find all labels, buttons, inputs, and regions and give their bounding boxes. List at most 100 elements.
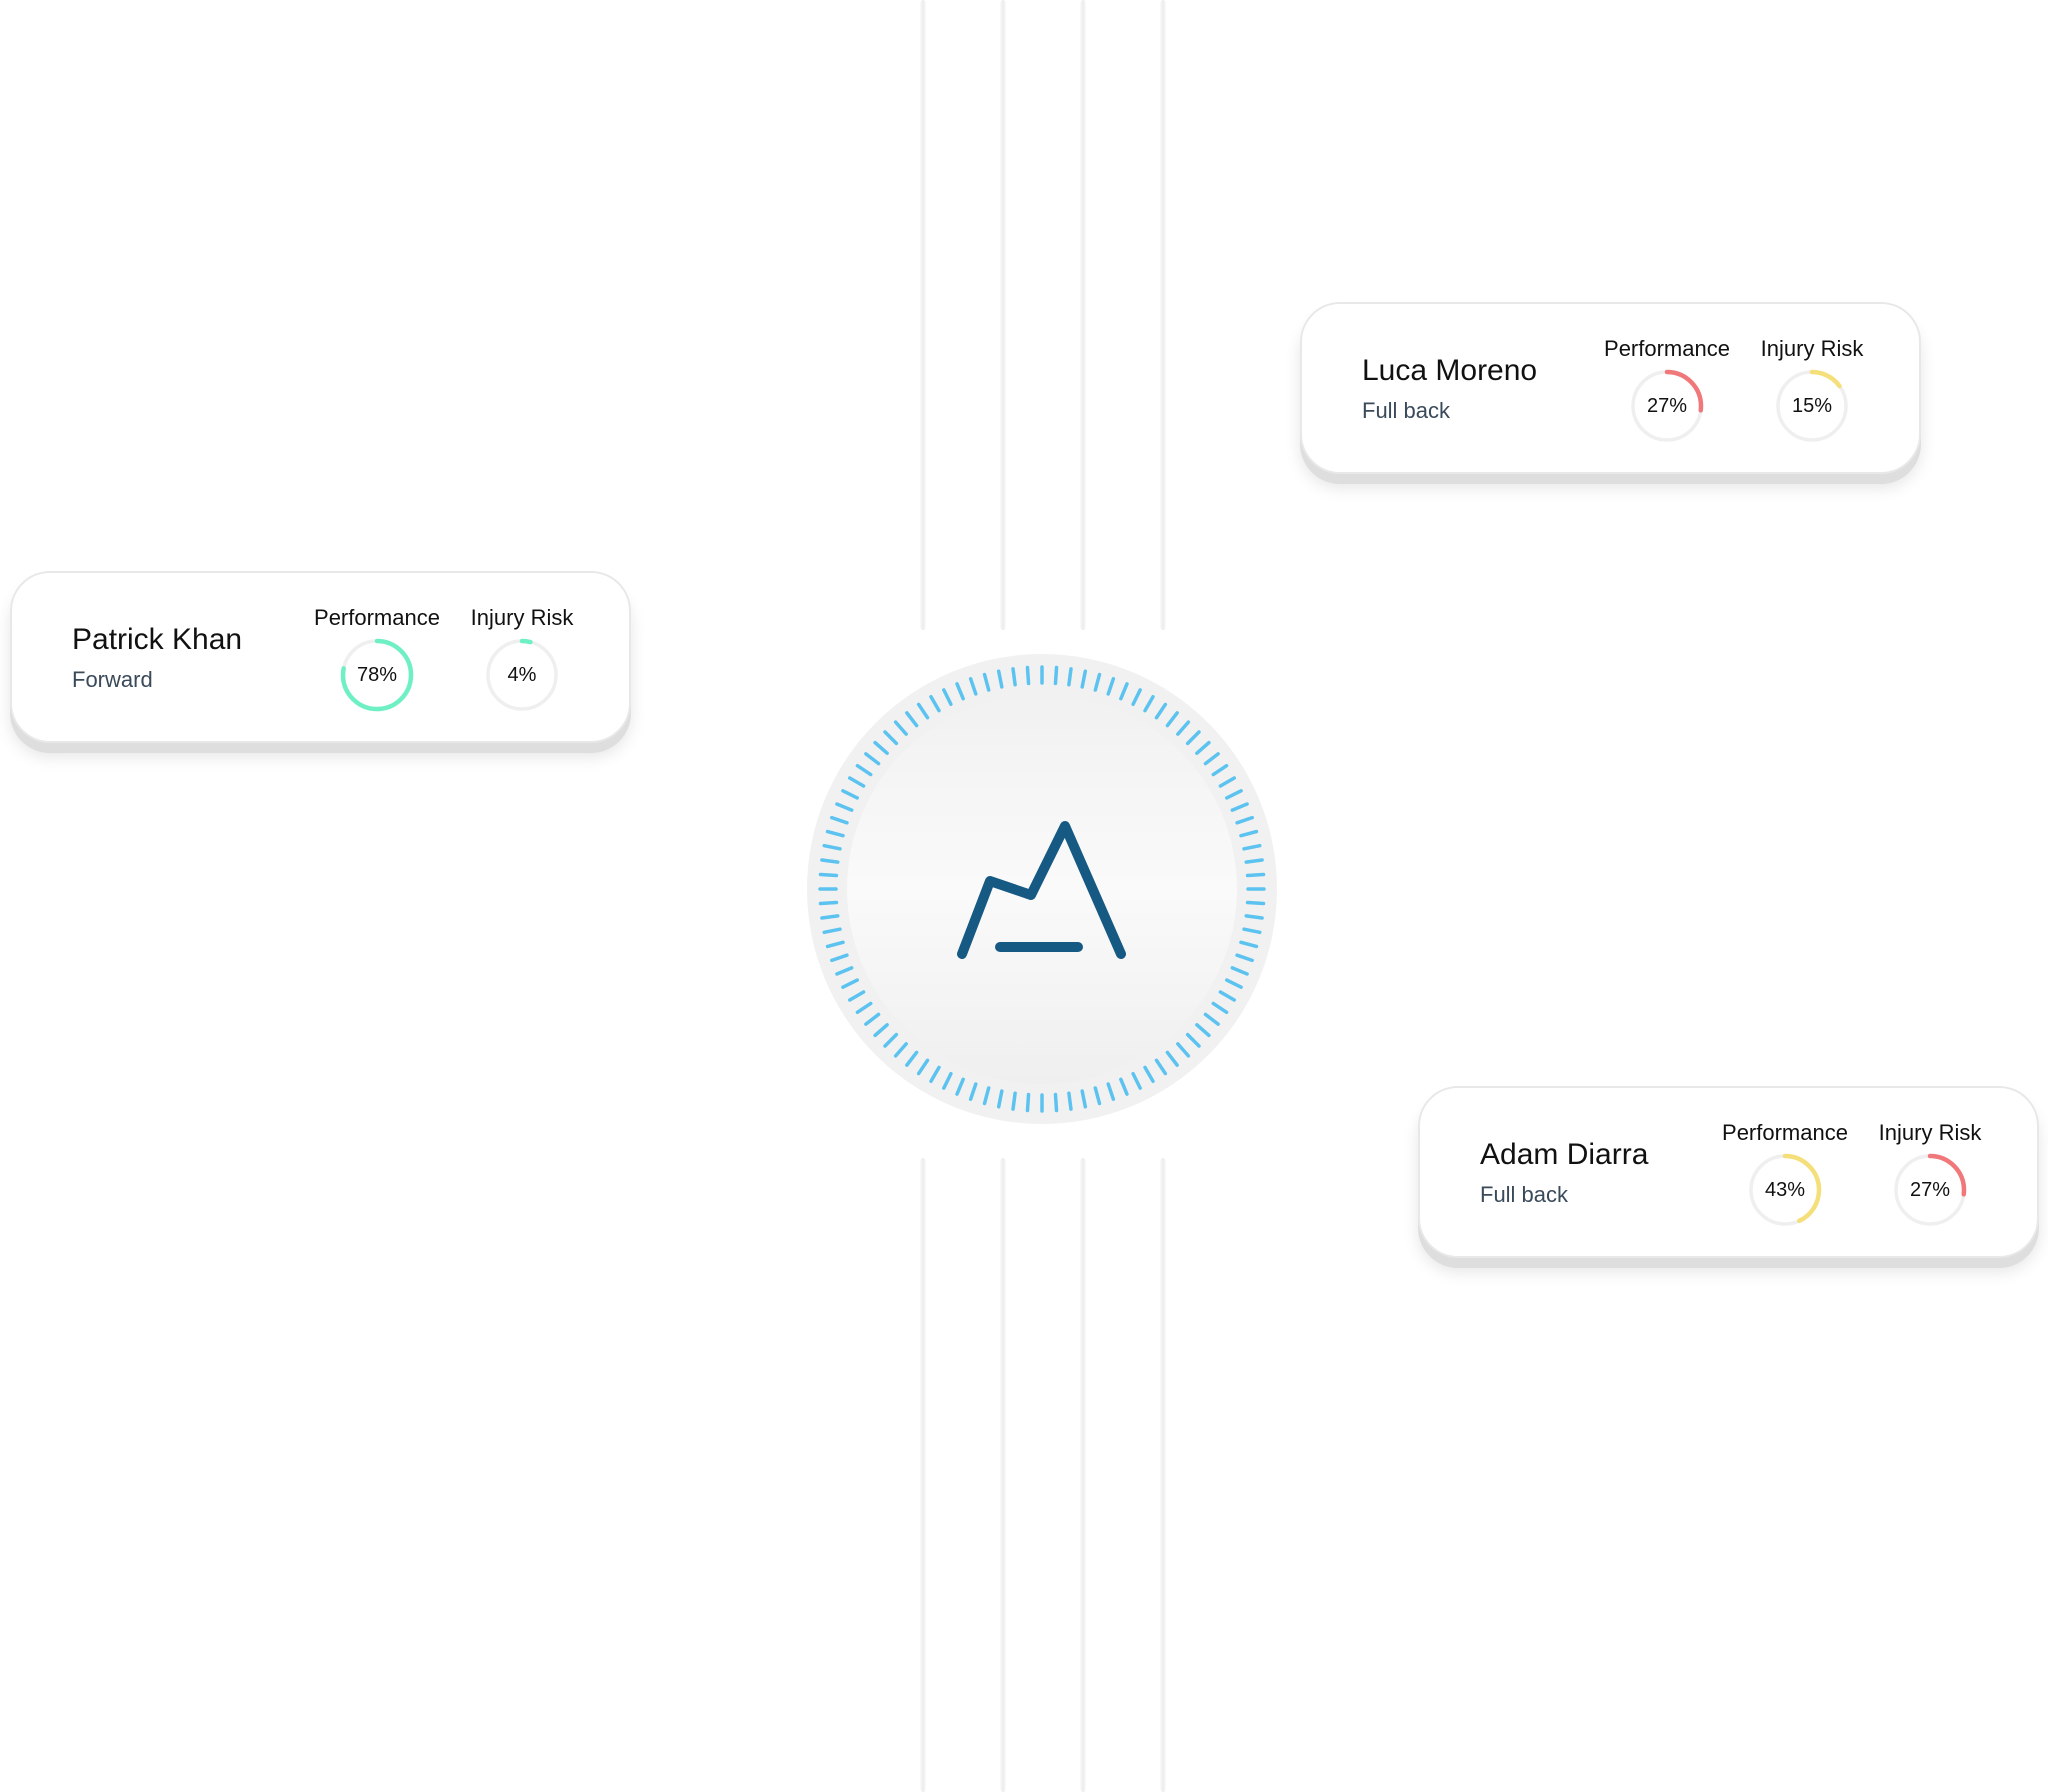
connector-line (920, 1158, 926, 1792)
hub-tick (1131, 688, 1142, 706)
mountain-peak-icon (957, 821, 1126, 959)
hub-tick (1025, 1092, 1031, 1113)
hub-tick (841, 978, 859, 989)
hub-tick (1218, 990, 1237, 1002)
connector-line (1080, 0, 1086, 630)
hub-tick (1225, 978, 1243, 989)
hub-tick (1165, 711, 1179, 728)
hub-tick (1154, 702, 1168, 720)
hub-tick (996, 1089, 1004, 1109)
hub-tick (1154, 1058, 1168, 1076)
ring-value: 27% (1646, 395, 1688, 417)
ring-value: 43% (1764, 1179, 1806, 1201)
hub-tick (942, 688, 953, 706)
hub-tick (864, 1012, 881, 1026)
hub-tick (905, 1050, 919, 1067)
hub-tick (841, 789, 859, 800)
hub-tick (822, 843, 842, 851)
hub-tick (883, 1032, 899, 1048)
hub-tick (1067, 667, 1073, 687)
progress-ring: 27% (1892, 1152, 1968, 1228)
hub-tick (1211, 1001, 1229, 1015)
hub-tick (1053, 665, 1059, 686)
hub-tick (830, 815, 849, 825)
player-card-luca-moreno[interactable]: Luca Moreno Full back Performance 27% In… (1300, 302, 1921, 474)
hub-tick (1143, 1065, 1155, 1084)
hub-tick (1025, 665, 1031, 686)
hub-tick (1080, 1089, 1088, 1109)
hub-tick (1011, 667, 1017, 687)
connector-line (1160, 0, 1166, 630)
hub-tick (818, 900, 839, 906)
hub-tick (1235, 953, 1254, 963)
player-card-adam-diarra[interactable]: Adam Diarra Full back Performance 43% In… (1418, 1086, 2039, 1258)
hub-tick (916, 702, 930, 720)
hub-tick (855, 1001, 873, 1015)
hub-tick (1230, 966, 1249, 976)
hub-tick (820, 858, 840, 864)
hub-tick (916, 1058, 930, 1076)
hub-tick (873, 1023, 889, 1038)
hub-tick (1131, 1072, 1142, 1090)
hub-tick (955, 1077, 965, 1096)
metric-label: Performance (1604, 336, 1730, 361)
connector-line (920, 0, 926, 630)
hub-tick (1235, 815, 1254, 825)
hub-tick (864, 752, 881, 766)
player-card-patrick-khan[interactable]: Patrick Khan Forward Performance 78% Inj… (10, 571, 631, 743)
hub-tick-ring (818, 665, 1266, 1113)
hub-tick (1106, 1082, 1116, 1101)
hub-tick (825, 829, 845, 838)
hub-tick (1244, 858, 1264, 864)
hub-tick (1245, 900, 1266, 906)
hub-tick (893, 1042, 908, 1058)
ring-value: 78% (356, 664, 398, 686)
hub-tick (1165, 1050, 1179, 1067)
hub-tick (1143, 694, 1155, 713)
hub-tick (825, 940, 845, 949)
connector-line (1000, 1158, 1006, 1792)
hub-tick (968, 1082, 978, 1101)
central-hub[interactable] (805, 652, 1279, 1126)
hub-tick (1119, 682, 1129, 701)
metric-label: Performance (314, 605, 440, 630)
hub-tick (1218, 776, 1237, 788)
player-position: Forward (72, 667, 153, 692)
hub-tick (1242, 843, 1262, 851)
metric-performance: Performance 43% (1710, 1120, 1860, 1228)
hub-tick (929, 1065, 941, 1084)
hub-tick (847, 776, 866, 788)
connector-line (1000, 0, 1006, 630)
progress-ring: 43% (1747, 1152, 1823, 1228)
hub-tick (873, 740, 889, 755)
hub-tick (820, 914, 840, 920)
progress-ring: 78% (339, 637, 415, 713)
connector-line (1080, 1158, 1086, 1792)
metric-label: Injury Risk (470, 605, 574, 630)
hub-tick (830, 953, 849, 963)
hub-tick (1093, 1086, 1102, 1106)
hub-tick (835, 966, 854, 976)
progress-ring: 15% (1774, 368, 1850, 444)
player-name: Luca Moreno (1362, 354, 1538, 387)
hub-tick (968, 677, 978, 696)
hub-tick (1176, 720, 1191, 736)
metric-injury-risk: Injury Risk 27% (1855, 1120, 2005, 1228)
progress-ring: 27% (1629, 368, 1705, 444)
metric-injury-risk: Injury Risk 4% (447, 605, 597, 713)
metric-label: Injury Risk (1760, 336, 1864, 361)
hub-tick (982, 672, 991, 692)
ring-value: 27% (1909, 1179, 1951, 1201)
hub-tick (905, 711, 919, 728)
metric-injury-risk: Injury Risk 15% (1737, 336, 1887, 444)
metric-performance: Performance 78% (302, 605, 452, 713)
hub-tick (1106, 677, 1116, 696)
hub-tick (929, 694, 941, 713)
player-name: Adam Diarra (1480, 1138, 1649, 1171)
hub-tick (1244, 914, 1264, 920)
hub-tick (1203, 1012, 1220, 1026)
ring-value: 4% (507, 664, 537, 686)
hub-tick (996, 669, 1004, 689)
hub-tick (855, 763, 873, 777)
